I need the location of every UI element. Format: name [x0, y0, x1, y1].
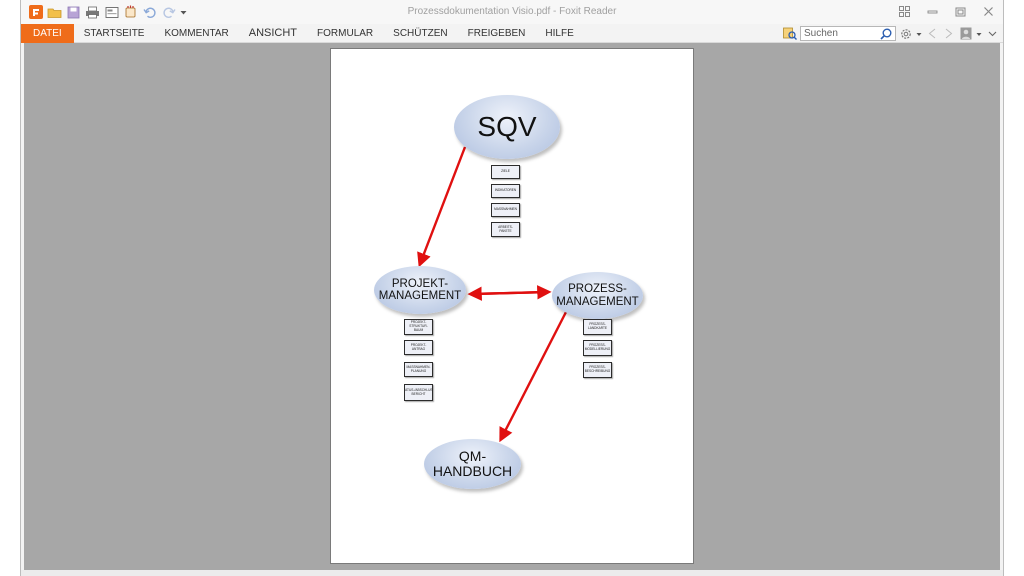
tab-kommentar[interactable]: KOMMENTAR — [164, 28, 229, 39]
arrow-sqv-to-projektmanagement — [417, 146, 467, 268]
hand-icon[interactable] — [122, 4, 139, 20]
next-icon[interactable] — [942, 27, 956, 41]
save-icon[interactable] — [65, 4, 82, 20]
previous-icon[interactable] — [925, 27, 939, 41]
prm-box-prozesslandkarte: PROZESS-LANDKARTE — [583, 319, 612, 335]
close-button[interactable] — [979, 4, 997, 18]
tab-formular[interactable]: FORMULAR — [317, 28, 374, 39]
sqv-box-massnahmen: MASSNAHMEN — [491, 203, 520, 217]
tab-ansicht[interactable]: ANSICHT — [248, 27, 298, 39]
ribbon-collapse-icon[interactable] — [985, 27, 999, 41]
user-icon[interactable] — [959, 27, 973, 41]
node-projektmanagement: PROJEKT- MANAGEMENT — [374, 266, 466, 314]
gear-icon[interactable] — [899, 27, 913, 41]
tab-freigeben[interactable]: FREIGEBEN — [467, 28, 526, 39]
gear-dropdown-icon[interactable] — [916, 27, 922, 41]
search-input[interactable]: Suchen — [800, 26, 896, 41]
sqv-box-ziele: ZIELE — [491, 165, 520, 179]
menu-bar: DATEI STARTSEITE KOMMENTAR ANSICHT FORMU… — [21, 24, 1003, 43]
diagram-arrows — [417, 146, 568, 443]
node-prozessmanagement: PROZESS- MANAGEMENT — [552, 272, 643, 319]
minimize-button[interactable] — [923, 4, 941, 18]
arrow-prozessmanagement-to-qm — [499, 311, 568, 443]
prm-box-prozessmodellierung: PROZESS-MODELLIERUNG — [583, 340, 612, 356]
node-qm-handbuch: QM- HANDBUCH — [424, 439, 521, 489]
search-toolbar: Suchen — [783, 26, 999, 41]
tab-startseite[interactable]: STARTSEITE — [83, 28, 145, 39]
title-bar: Prozessdokumentation Visio.pdf - Foxit R… — [21, 0, 1003, 24]
redo-icon[interactable] — [160, 4, 177, 20]
pdf-page: SQV PROJEKT- MANAGEMENT PROZESS- MANAGEM… — [330, 48, 694, 564]
print-icon[interactable] — [84, 4, 101, 20]
quick-access-toolbar — [27, 4, 187, 20]
properties-icon[interactable] — [103, 4, 120, 20]
layout-grid-icon[interactable] — [895, 4, 913, 18]
user-dropdown-icon[interactable] — [976, 27, 982, 41]
document-viewport[interactable]: SQV PROJEKT- MANAGEMENT PROZESS- MANAGEM… — [24, 43, 1000, 570]
customize-dropdown-icon[interactable] — [179, 4, 187, 20]
open-folder-icon[interactable] — [46, 4, 63, 20]
pm-box-projektstrukturbaum: PROJEKT-STRUKTUR-BAUM — [404, 319, 433, 335]
node-sqv: SQV — [454, 95, 560, 159]
tab-schuetzen[interactable]: SCHÜTZEN — [393, 28, 448, 39]
restore-button[interactable] — [951, 4, 969, 18]
window-title: Prozessdokumentation Visio.pdf - Foxit R… — [407, 6, 617, 17]
tab-hilfe[interactable]: HILFE — [545, 28, 574, 39]
search-placeholder: Suchen — [804, 28, 838, 39]
ribbon-tabs: DATEI STARTSEITE KOMMENTAR ANSICHT FORMU… — [21, 24, 584, 43]
foxit-reader-window: Prozessdokumentation Visio.pdf - Foxit R… — [20, 0, 1004, 576]
find-in-document-icon[interactable] — [783, 27, 797, 41]
search-icon[interactable] — [880, 28, 892, 44]
arrow-prozess-to-projekt — [467, 286, 549, 301]
pm-box-projektantrag: PROJEKT-ANTRAG — [404, 340, 433, 355]
tab-datei[interactable]: DATEI — [21, 24, 74, 43]
undo-icon[interactable] — [141, 4, 158, 20]
prm-box-prozessbeschreibung: PROZESS-BESCHREIBUNG — [583, 362, 612, 378]
window-controls — [895, 4, 997, 18]
foxit-logo-icon[interactable] — [27, 4, 44, 20]
pm-box-statusbericht: STATUS-/ABSCHLUSS-BERICHT — [404, 384, 433, 401]
status-strip — [21, 570, 1003, 576]
pm-box-massnahmenplanung: MASSNAHMEN-PLANUNG — [404, 362, 433, 377]
sqv-box-arbeitspakete: ARBEITS-PAKETE — [491, 222, 520, 237]
sqv-box-indikatoren: INDIKATOREN — [491, 184, 520, 198]
